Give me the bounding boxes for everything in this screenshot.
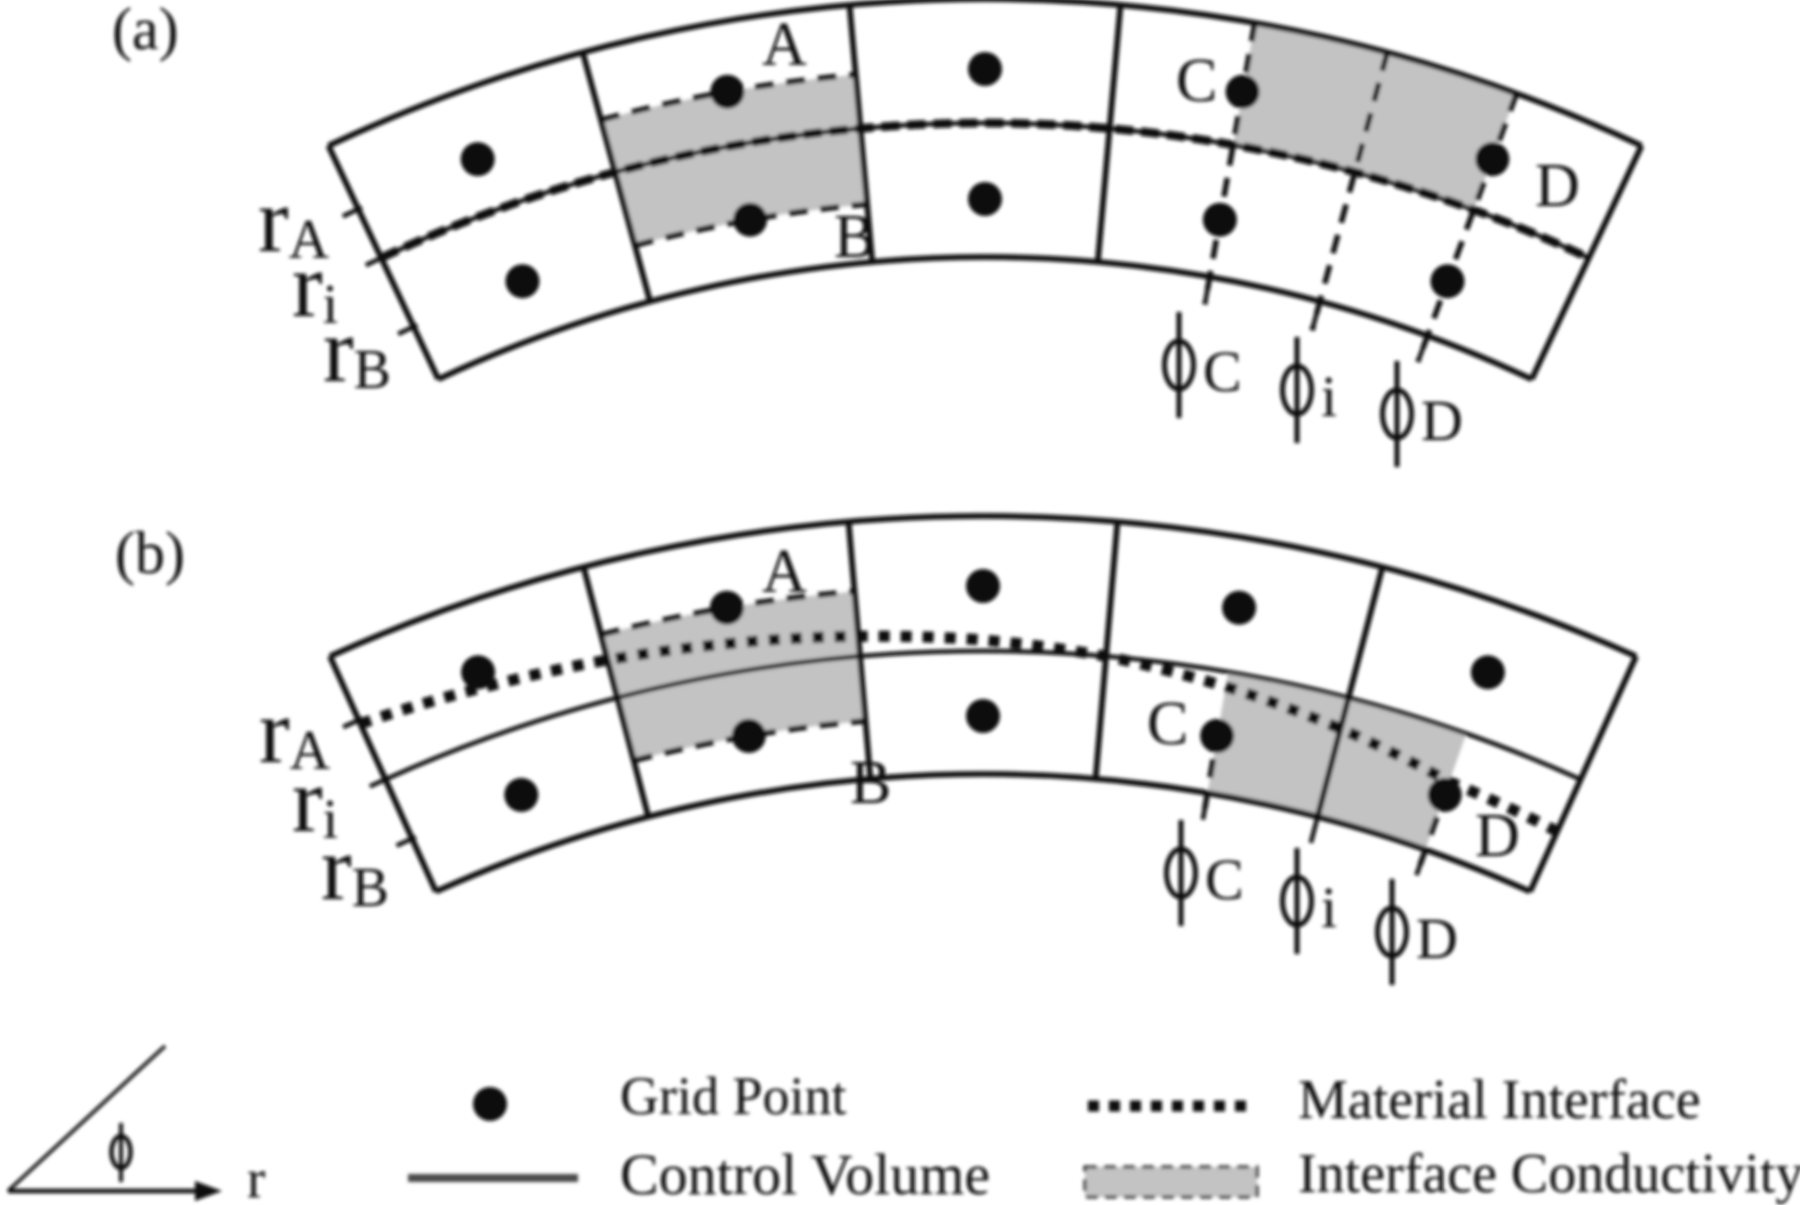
svg-text:D: D: [1421, 388, 1463, 453]
svg-text:(b): (b): [115, 520, 185, 586]
svg-text:i: i: [1321, 875, 1337, 940]
svg-text:C: C: [1147, 690, 1188, 758]
svg-text:D: D: [1416, 906, 1458, 971]
svg-text:Material Interface: Material Interface: [1298, 1069, 1701, 1131]
svg-text:A: A: [762, 11, 807, 79]
svg-text:rA: rA: [259, 680, 331, 782]
svg-text:ri: ri: [292, 749, 338, 851]
svg-text:i: i: [1321, 364, 1337, 429]
svg-text:D: D: [1475, 802, 1520, 870]
svg-text:rB: rB: [321, 817, 389, 919]
svg-text:C: C: [1176, 47, 1217, 115]
svg-text:B: B: [850, 749, 891, 817]
svg-text:C: C: [1205, 847, 1244, 912]
svg-text:r: r: [247, 1148, 265, 1205]
svg-text:(a): (a): [112, 0, 179, 62]
svg-text:C: C: [1203, 339, 1242, 404]
svg-text:rB: rB: [323, 299, 391, 401]
svg-text:A: A: [762, 538, 807, 606]
svg-text:Control Volume: Control Volume: [620, 1142, 990, 1205]
svg-text:Grid Point: Grid Point: [620, 1066, 847, 1126]
svg-text:Interface Conductivity: Interface Conductivity: [1298, 1143, 1800, 1205]
svg-text:B: B: [834, 203, 875, 271]
svg-text:ri: ri: [292, 234, 338, 336]
svg-text:rA: rA: [258, 169, 330, 271]
svg-text:D: D: [1535, 152, 1580, 220]
